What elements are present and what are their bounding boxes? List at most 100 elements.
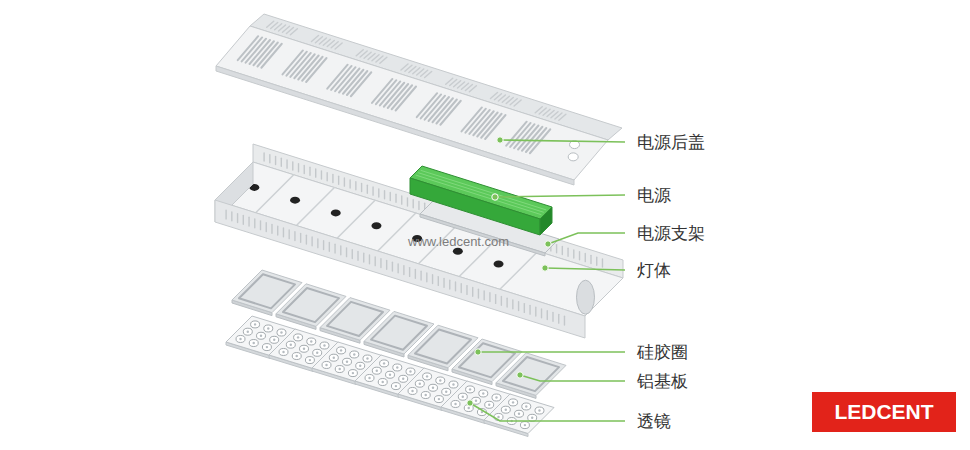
vent-slot bbox=[529, 305, 530, 314]
lens-board bbox=[226, 316, 296, 356]
lens-center bbox=[254, 323, 256, 325]
vent-slot bbox=[332, 174, 333, 182]
vent-slot bbox=[559, 114, 566, 120]
vent-slot bbox=[395, 194, 396, 202]
pole-socket bbox=[577, 280, 595, 314]
vent-slot bbox=[436, 99, 456, 123]
watermark-box: www.ledcent.com bbox=[408, 234, 509, 250]
leader-line bbox=[478, 351, 625, 353]
vent-slot bbox=[501, 296, 502, 305]
vent-slot bbox=[306, 235, 307, 244]
led-modules bbox=[226, 270, 566, 437]
lens-board bbox=[398, 368, 468, 408]
vent-slot bbox=[469, 86, 476, 92]
silicone-ring bbox=[503, 357, 559, 391]
lens-center bbox=[352, 372, 354, 374]
vent-slot bbox=[518, 302, 519, 311]
lens bbox=[335, 366, 344, 373]
vent-slot bbox=[243, 215, 244, 224]
lens bbox=[236, 335, 245, 342]
lens-center bbox=[325, 364, 327, 366]
lens-center bbox=[445, 391, 447, 393]
lens-center bbox=[290, 344, 292, 346]
leader-dot bbox=[542, 265, 548, 271]
vent-slot bbox=[541, 309, 542, 318]
lens-center bbox=[239, 338, 241, 340]
vent-slot bbox=[343, 70, 363, 94]
mount-hole bbox=[290, 197, 300, 204]
lens-board bbox=[269, 329, 339, 369]
vent-slot bbox=[455, 282, 456, 291]
leader-line bbox=[545, 268, 625, 270]
part-label-box: 电源支架 bbox=[637, 222, 705, 244]
lens-center bbox=[419, 383, 421, 385]
lens bbox=[286, 341, 295, 348]
vent-slot bbox=[352, 250, 353, 259]
lens-center bbox=[382, 381, 384, 383]
lens-center bbox=[452, 383, 454, 385]
vent-slot bbox=[392, 262, 393, 271]
lens-center bbox=[524, 424, 526, 426]
part-label: 电源 bbox=[637, 185, 671, 205]
lens-board bbox=[441, 381, 511, 421]
part-label-box: 灯体 bbox=[637, 259, 671, 281]
lens-center bbox=[525, 405, 527, 407]
lens bbox=[343, 358, 352, 365]
part-label-box: 透镜 bbox=[637, 410, 671, 432]
lens-center bbox=[432, 387, 434, 389]
vent-slot bbox=[298, 164, 299, 172]
vent-slot bbox=[432, 275, 433, 284]
lens-center bbox=[425, 394, 427, 396]
vent-slot bbox=[306, 58, 326, 82]
leader-line bbox=[470, 403, 625, 421]
vent-slot bbox=[579, 252, 580, 260]
lens-center bbox=[402, 378, 404, 380]
lens bbox=[421, 392, 430, 399]
vent-slot bbox=[275, 156, 276, 164]
vent-slot bbox=[294, 232, 295, 241]
vent-slot bbox=[384, 191, 385, 199]
leader-line bbox=[520, 375, 625, 381]
lens bbox=[458, 393, 467, 400]
vent-slot bbox=[231, 212, 232, 221]
vent-slot bbox=[290, 29, 297, 35]
vent-slot bbox=[514, 100, 521, 106]
lens-center bbox=[340, 349, 342, 351]
vent-slot bbox=[286, 160, 287, 168]
vent-slot bbox=[321, 171, 322, 179]
lens bbox=[393, 364, 402, 371]
vent-slot bbox=[344, 178, 345, 186]
lens bbox=[300, 345, 309, 352]
divider bbox=[337, 200, 375, 238]
vent-slot bbox=[472, 287, 473, 296]
vent-slot bbox=[562, 246, 563, 254]
lens-center bbox=[323, 344, 325, 346]
lens bbox=[365, 374, 374, 381]
vent-slot bbox=[380, 57, 387, 63]
lens-center bbox=[280, 331, 282, 333]
vent-slot bbox=[440, 101, 460, 125]
vent-slot bbox=[347, 71, 367, 95]
vent-slot bbox=[302, 57, 322, 81]
vent-slot bbox=[380, 259, 381, 268]
divider bbox=[296, 188, 334, 226]
vent-slot bbox=[351, 72, 371, 96]
vent-slot bbox=[522, 127, 542, 151]
lens bbox=[337, 347, 346, 354]
lens bbox=[277, 329, 286, 336]
lens-center bbox=[273, 339, 275, 341]
vent-slot bbox=[361, 183, 362, 191]
vent-slot bbox=[585, 254, 586, 262]
lens bbox=[372, 367, 381, 374]
part-label-box: 电源后盖 bbox=[637, 131, 705, 153]
part-label: 电源支架 bbox=[637, 223, 705, 243]
vent-slot bbox=[524, 304, 525, 313]
watermark: www.ledcent.com bbox=[408, 234, 509, 249]
vent-slot bbox=[401, 196, 402, 204]
vent-slot bbox=[326, 173, 327, 181]
vent-slot bbox=[378, 189, 379, 197]
mount-hole bbox=[371, 222, 381, 229]
vent-slot bbox=[413, 200, 414, 208]
lens bbox=[363, 355, 372, 362]
